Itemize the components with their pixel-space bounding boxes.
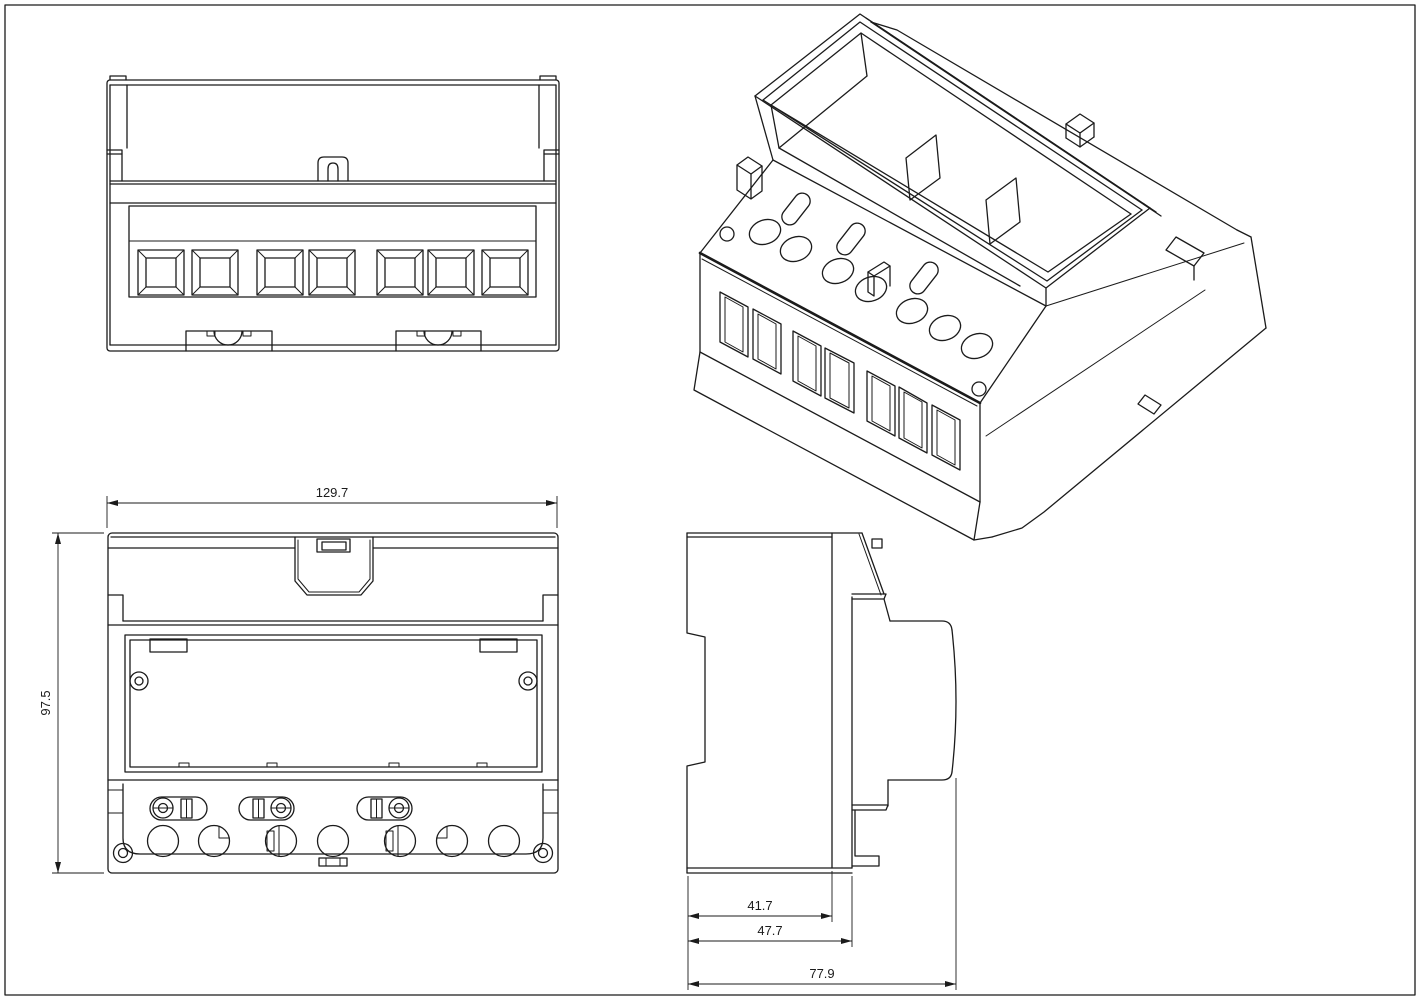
sheet-border bbox=[4, 4, 1416, 996]
dimension-mid-depth: 47.7 bbox=[688, 876, 853, 947]
terminal-openings bbox=[137, 249, 529, 296]
dim-height-label: 97.5 bbox=[38, 690, 53, 715]
deck-wire-holes bbox=[748, 218, 994, 360]
dimension-overall-depth: 77.9 bbox=[688, 778, 957, 990]
front-view: 129.7 97.5 bbox=[38, 485, 559, 874]
top-view bbox=[106, 75, 560, 352]
wire-entry-holes bbox=[146, 824, 521, 858]
dimension-overall-width: 129.7 bbox=[106, 485, 558, 528]
isometric-view bbox=[693, 13, 1267, 541]
side-view: 41.7 47.7 77.9 bbox=[686, 532, 957, 990]
dim-base-depth-label: 41.7 bbox=[747, 898, 772, 913]
dim-width-label: 129.7 bbox=[316, 485, 349, 500]
seal-slots bbox=[149, 796, 413, 821]
dim-mid-depth-label: 47.7 bbox=[757, 923, 782, 938]
front-terminal-windows bbox=[719, 291, 961, 471]
dimension-overall-height: 97.5 bbox=[38, 532, 104, 874]
dimension-base-depth: 41.7 bbox=[687, 871, 833, 990]
deck-oval-slots bbox=[781, 192, 939, 295]
dim-overall-depth-label: 77.9 bbox=[809, 966, 834, 981]
